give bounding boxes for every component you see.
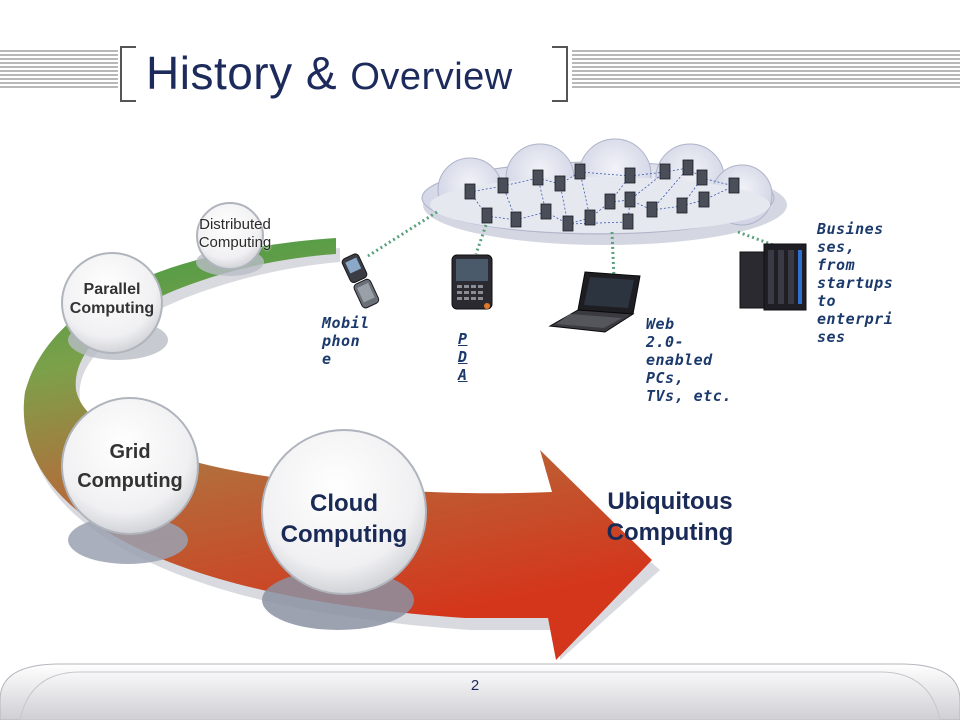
mesh-link [629,171,666,201]
label-pda: P D A [458,330,468,384]
server-node-icon [554,175,566,192]
stage-line: Computing [280,521,408,548]
stage-label-distributed: Distributed Computing [180,216,290,252]
stage-line: Grid [109,441,151,463]
label-line: Busines [817,220,884,238]
link-business [737,230,777,248]
server-node-icon [497,177,509,194]
label-line: 2.0- [646,333,685,351]
server-node-icon [728,177,740,194]
server-node-icon [540,203,552,220]
network-cloud [421,138,787,245]
server-nodes [464,159,740,232]
slide-title: History & Overview [146,46,513,100]
label-line: startups [817,274,894,292]
title-bracket-left [120,46,136,102]
label-line: enterpri [817,310,894,328]
device-links [367,210,777,279]
server-node-icon [622,213,634,230]
mesh-link [469,185,504,193]
label-line: ses [817,328,846,346]
label-line: Web [646,315,675,333]
server-rack-icon [739,243,807,311]
server-node-icon [646,201,658,218]
mesh-link [651,167,689,211]
server-node-icon [584,209,596,226]
pda-icon [451,254,493,310]
server-node-icon [510,211,522,228]
stage-line: Computing [77,470,183,492]
stage-line: Computing [69,300,155,318]
mesh-link [687,167,703,179]
server-node-icon [659,163,671,180]
label-line: A [458,366,468,384]
ubiquitous-line: Computing [606,519,734,546]
label-line: to [817,292,837,310]
stage-line: Parallel [83,281,141,298]
server-node-icon [481,207,493,224]
label-mobile-phone: Mobil phon e [322,314,370,368]
label-line: TVs, etc. [646,387,732,405]
server-node-icon [676,197,688,214]
bubble-grid [61,397,199,535]
server-node-icon [464,183,476,200]
mesh-link [579,171,631,177]
page-number: 2 [470,677,480,694]
label-line: Mobil [322,314,370,332]
server-node-icon [696,169,708,186]
server-node-icon [532,169,544,186]
stage-label-parallel: Parallel Computing [52,280,172,318]
stage-label-cloud: Cloud Computing [264,488,424,550]
link-pda [474,224,488,255]
evolution-arrow [23,238,653,660]
label-web-pcs: Web 2.0- enabled PCs, TVs, etc. [646,315,732,405]
ubiquitous-computing-label: Ubiquitous Computing [590,486,750,548]
bubble-distributed [196,202,264,270]
label-line: from [817,256,856,274]
label-businesses: Busines ses, from startups to enterpri s… [817,220,893,346]
link-pc [610,231,616,279]
label-line: PCs, [646,369,685,387]
server-node-icon [698,191,710,208]
header-stripes-right [572,50,960,90]
title-sub: Overview [350,56,513,98]
bubble-cloud [261,429,427,595]
footer-bar [0,663,960,720]
server-node-icon [574,163,586,180]
laptop-icon [548,271,641,333]
title-main: History & [146,47,351,99]
header-stripes-left [0,50,118,90]
mesh-link [502,177,539,187]
mobile-phone-icon [341,253,380,309]
stage-line: Distributed [199,216,271,233]
label-line: ses, [817,238,856,256]
stage-label-grid: Grid Computing [62,438,198,496]
link-mobile [367,210,438,258]
mesh-link [629,171,666,177]
stage-line: Cloud [310,490,378,517]
label-line: enabled [646,351,713,369]
label-line: P [458,330,468,348]
server-node-icon [562,215,574,232]
label-line: e [322,350,332,368]
bubble-parallel [61,252,163,354]
server-node-icon [682,159,694,176]
stage-line: Computing [198,234,272,251]
ubiquitous-line: Ubiquitous [607,488,733,515]
server-node-icon [604,193,616,210]
server-node-icon [624,191,636,208]
server-node-icon [624,167,636,184]
label-line: D [458,348,468,366]
label-line: phon [322,332,361,350]
title-bracket-right [552,46,568,102]
